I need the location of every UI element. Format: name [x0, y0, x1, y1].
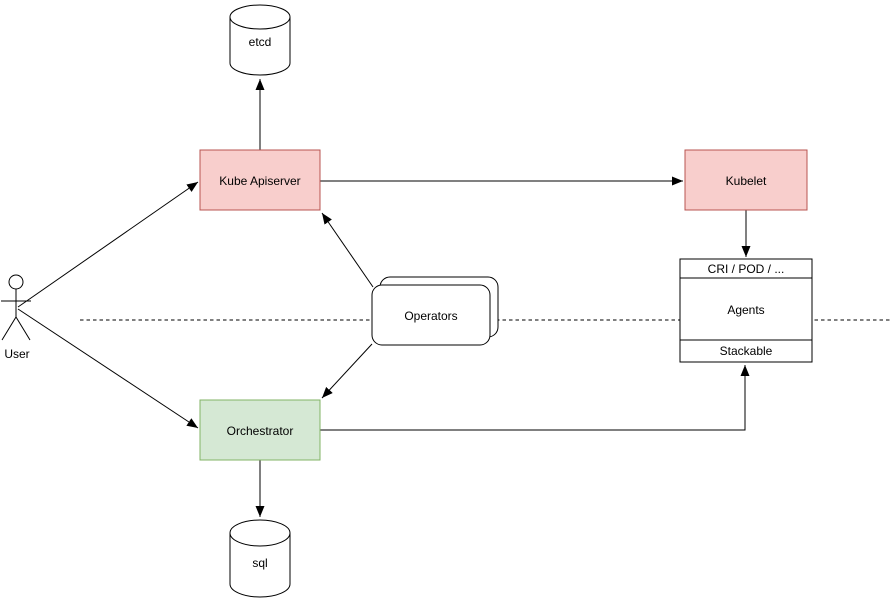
edge-orchestrator-to-agents — [320, 365, 750, 431]
edge-operators-to-orchestrator — [321, 343, 373, 399]
etcd-node[interactable]: etcd — [229, 4, 291, 76]
orchestrator-node[interactable]: Orchestrator — [199, 399, 321, 461]
user-actor-head — [8, 274, 24, 290]
agents-header-label: CRI / POD / ... — [708, 262, 785, 276]
sql-cylinder-lid — [229, 532, 291, 547]
edge-user-to-orchestrator — [17, 308, 199, 429]
edge-operators-to-kube-apiserver — [321, 212, 374, 288]
kube-apiserver-shape[interactable] — [199, 149, 321, 211]
etcd-label: etcd — [249, 35, 272, 49]
etcd-cylinder-shape[interactable] — [229, 4, 291, 76]
user-actor-node[interactable]: User — [1, 274, 31, 361]
etcd-cylinder-lid — [229, 16, 291, 30]
operators-front-shape[interactable] — [371, 284, 491, 346]
sql-node[interactable]: sql — [229, 519, 291, 598]
agents-footer-label: Stackable — [720, 344, 773, 358]
agents-body-label: Agents — [727, 303, 764, 317]
agents-shape[interactable] — [679, 258, 813, 363]
kube-apiserver-label: Kube Apiserver — [219, 174, 300, 188]
edges-layer — [17, 79, 751, 517]
kubelet-node[interactable]: Kubelet — [684, 149, 808, 211]
user-label: User — [4, 347, 29, 361]
operators-label: Operators — [404, 309, 457, 323]
kubelet-label: Kubelet — [726, 174, 767, 188]
kube-apiserver-node[interactable]: Kube Apiserver — [199, 149, 321, 211]
sql-cylinder-shape[interactable] — [229, 519, 291, 598]
orchestrator-shape[interactable] — [199, 399, 321, 461]
agents-node[interactable]: CRI / POD / ... Agents Stackable — [679, 258, 813, 363]
orchestrator-label: Orchestrator — [227, 424, 294, 438]
sql-label: sql — [252, 556, 267, 570]
edge-user-to-kube-apiserver — [17, 181, 199, 308]
operators-node[interactable]: Operators — [371, 276, 499, 346]
user-actor-body — [1, 289, 31, 341]
kubelet-shape[interactable] — [684, 149, 808, 211]
